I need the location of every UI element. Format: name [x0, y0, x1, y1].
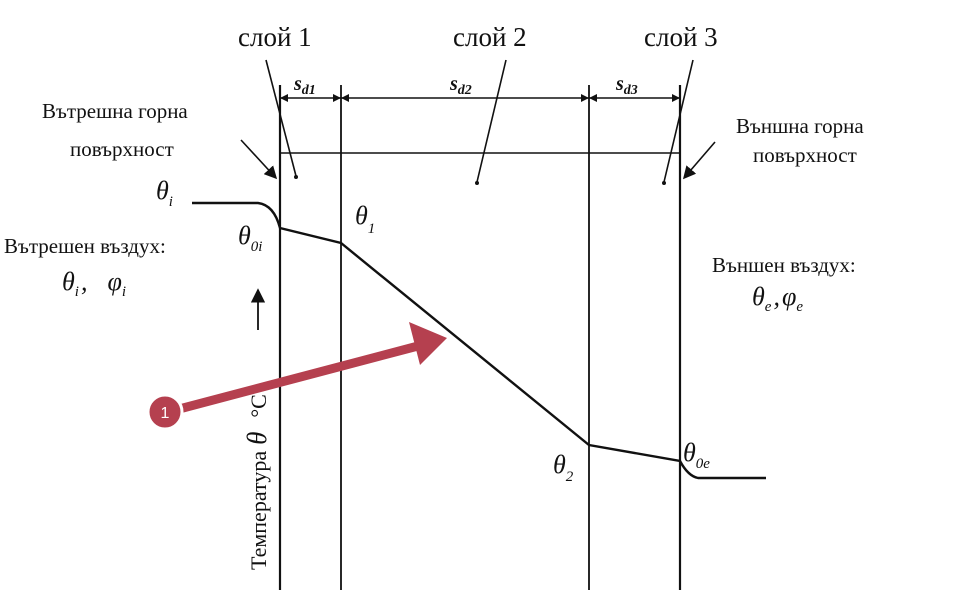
layer-2-dot [475, 181, 479, 185]
inner-surface-arrow [240, 139, 278, 180]
temperature-axis-label: Температураθ°C [242, 394, 272, 570]
outer-surface-label-line2: повърхност [753, 143, 857, 167]
temperature-profile-curve [192, 201, 766, 480]
layer-1-dot [294, 175, 298, 179]
callout-badge[interactable] [146, 393, 184, 431]
theta-i-label: θi [156, 176, 173, 210]
layer-2-leader [476, 59, 507, 183]
layer-3-leader [663, 59, 694, 183]
sd2-label: sd2 [449, 73, 472, 98]
layer-3-label: слой 3 [644, 22, 718, 52]
inner-surface-label-line2: повърхност [70, 137, 174, 161]
inner-air-values: θi,φi [62, 267, 126, 300]
sd3-label: sd3 [615, 73, 638, 98]
theta-0i-label: θ0i [238, 221, 262, 255]
theta-0e-label: θ0e [683, 438, 710, 472]
outer-surface-arrow [682, 141, 716, 180]
theta-2-label: θ2 [553, 450, 574, 485]
outer-air-values: θe,φe [752, 282, 803, 315]
sd1-label: sd1 [293, 73, 316, 98]
callout-arrowhead [409, 322, 447, 365]
inner-air-title: Вътрешен въздух: [4, 234, 166, 258]
layer-2-label: слой 2 [453, 22, 527, 52]
callout-number: 1 [161, 405, 170, 422]
callout-arrow-shaft [178, 341, 423, 413]
outer-surface-label-line1: Външна горна [736, 114, 864, 138]
layer-1-label: слой 1 [238, 22, 312, 52]
outer-air-title: Външен въздух: [712, 253, 856, 277]
inner-surface-label-line1: Вътрешна горна [42, 99, 188, 123]
layer-3-dot [662, 181, 666, 185]
theta-1-label: θ1 [355, 201, 375, 237]
